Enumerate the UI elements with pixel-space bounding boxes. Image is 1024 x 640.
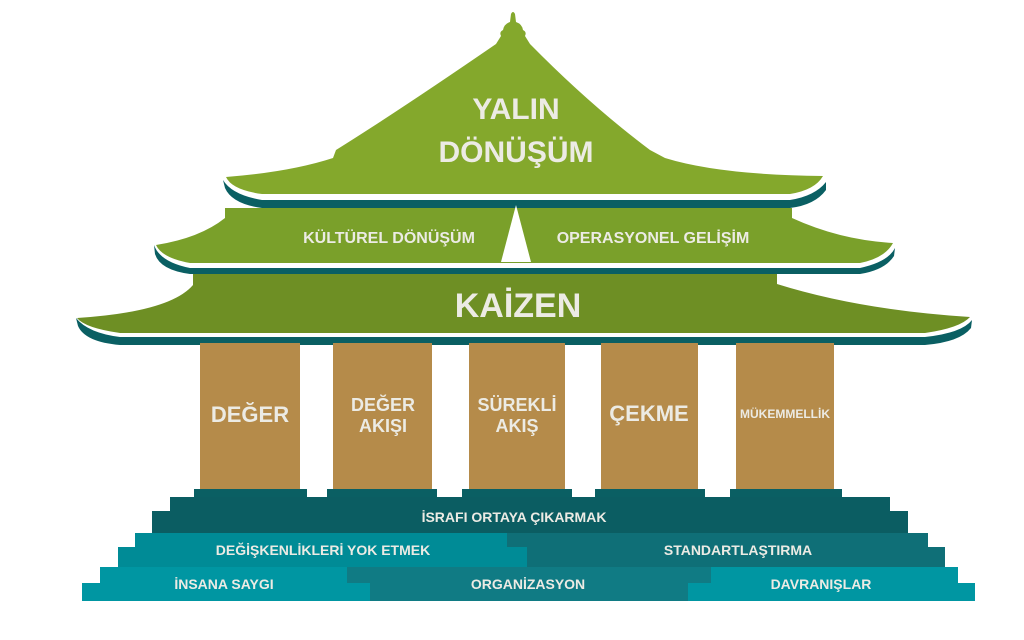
step-row-3-middle [347, 567, 711, 601]
top-roof [223, 12, 826, 208]
middle-tier-right-label: OPERASYONEL GELİŞİM [557, 229, 750, 247]
finial-icon [496, 12, 530, 44]
middle-tier-body [156, 208, 893, 263]
kaizen-tier-body [77, 274, 970, 333]
pillar-label: AKIŞI [359, 416, 407, 436]
step-label: DEĞİŞKENLİKLERİ YOK ETMEK [216, 541, 430, 558]
pillar-label: ÇEKME [609, 401, 688, 426]
step-label: İSRAFI ORTAYA ÇIKARMAK [422, 509, 607, 525]
pillar-mukemmellik [736, 343, 834, 491]
pillar-label: DEĞER [211, 402, 289, 427]
step-row-3-right [688, 567, 975, 601]
pillars [200, 343, 834, 491]
title-line1: YALIN [472, 93, 559, 126]
step-label: STANDARTLAŞTIRMA [664, 542, 812, 558]
pillar-label: SÜREKLİ [477, 395, 556, 415]
pillar-label: MÜKEMMELLİK [740, 406, 830, 421]
step-row-1 [152, 497, 908, 533]
step-row-3-left [82, 567, 370, 601]
middle-tier-left-label: KÜLTÜREL DÖNÜŞÜM [303, 228, 475, 247]
pillar-deger-akisi [333, 343, 432, 491]
top-roof-body [226, 44, 823, 194]
middle-tier-teal-band [154, 245, 895, 274]
step-label: İNSANA SAYGI [174, 576, 273, 592]
step-label: ORGANİZASYON [471, 576, 585, 592]
middle-tier [154, 205, 895, 274]
step-row-2-left [118, 533, 527, 567]
kaizen-label: KAİZEN [455, 287, 582, 325]
top-roof-teal-band [223, 180, 826, 208]
pillar-label: DEĞER [351, 394, 415, 415]
pillar-surekli-akis [469, 343, 565, 491]
divider-triangle [501, 205, 531, 262]
steps [82, 497, 975, 601]
kaizen-tier [76, 274, 972, 345]
pillar-cekme [601, 343, 698, 491]
pillar-deger [200, 343, 300, 491]
title-line2: DÖNÜŞÜM [439, 136, 594, 169]
step-row-2-right [507, 533, 945, 567]
kaizen-tier-teal-band [76, 318, 972, 345]
step-label: DAVRANIŞLAR [771, 576, 872, 592]
pillar-label: AKIŞ [495, 416, 538, 436]
